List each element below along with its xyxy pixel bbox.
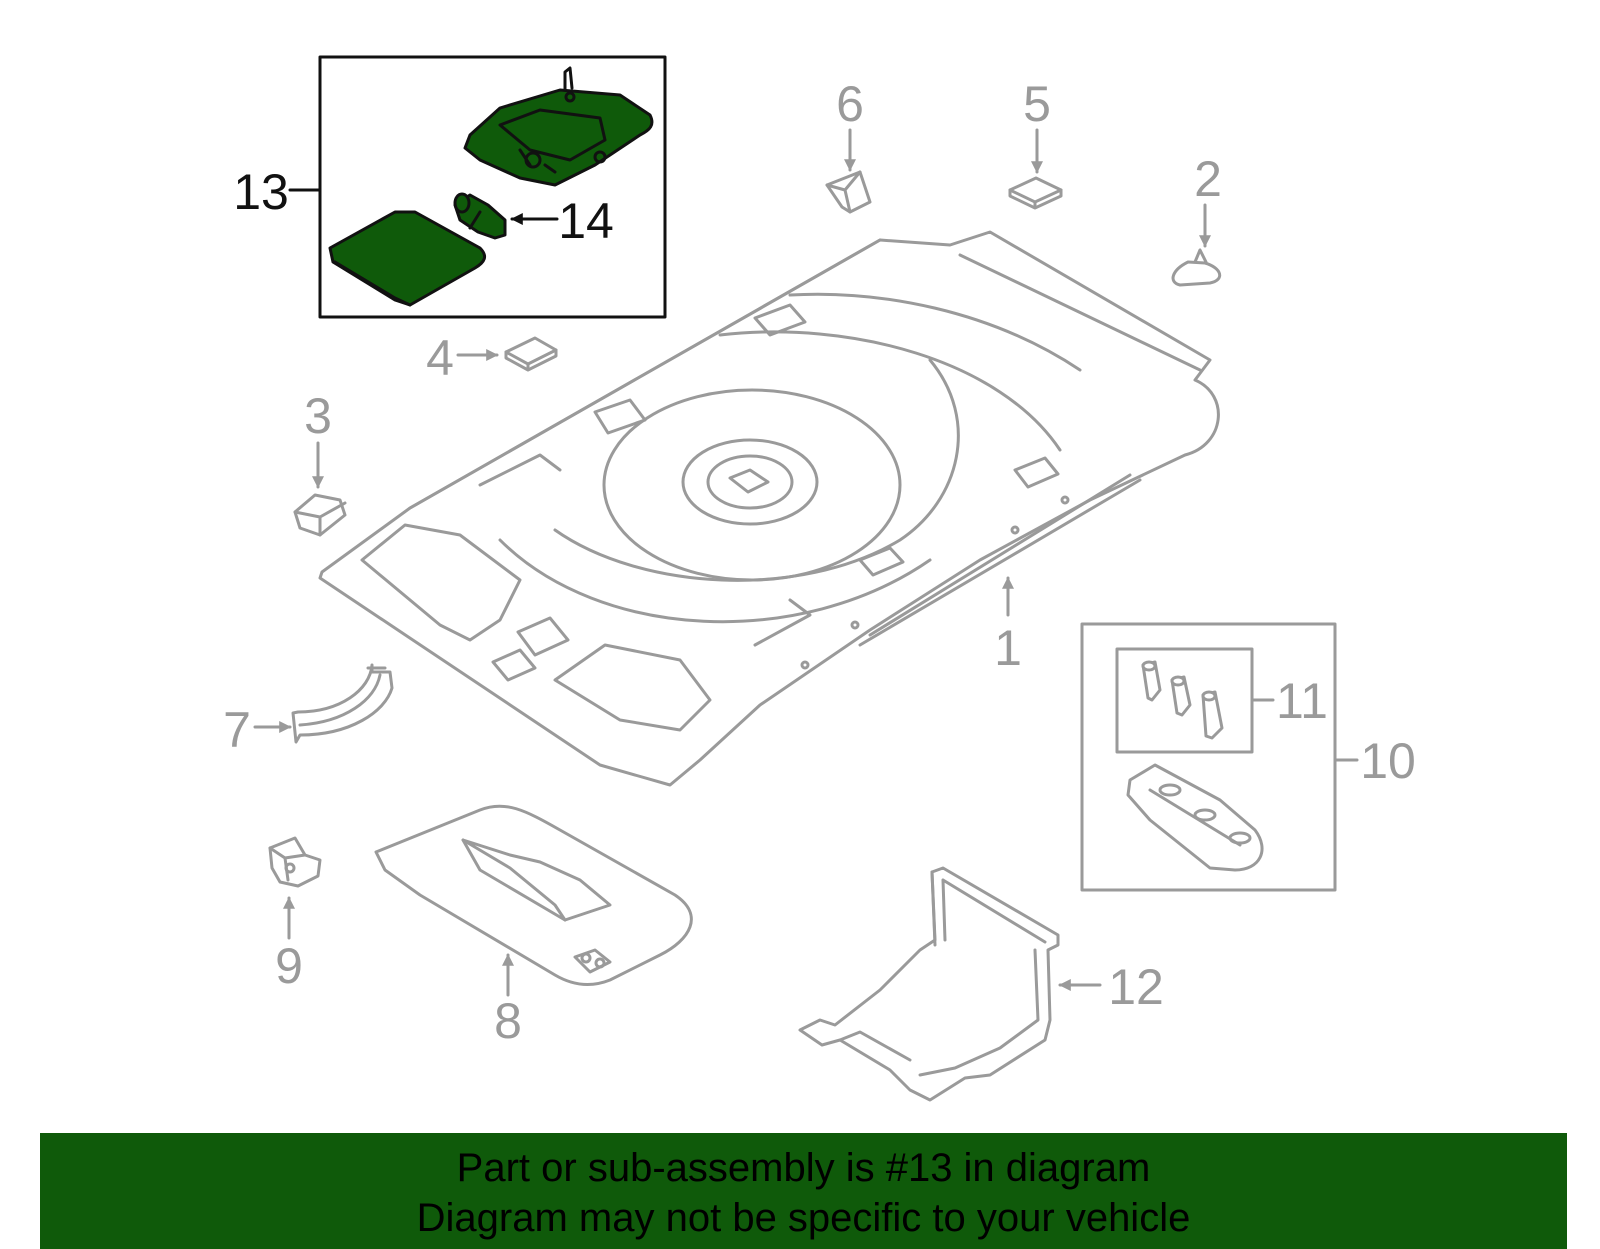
callout-8: 8 [494,993,522,1049]
trim-panel-part-12[interactable] [798,866,1060,1102]
clip-part-2[interactable] [1171,248,1221,287]
callout-1: 1 [994,620,1022,676]
callout-4: 4 [426,330,454,386]
bulb-part-14[interactable] [453,192,507,240]
retainer-part-9[interactable] [268,836,322,888]
banner-line-2: Diagram may not be specific to your vehi… [416,1196,1191,1240]
dome-lamp-lens-part-13[interactable] [328,210,487,307]
callout-13: 13 [233,164,289,220]
callout-6: 6 [836,76,864,132]
callout-14: 14 [558,193,614,249]
bulbs-part-11[interactable] [1141,660,1224,740]
callout-12: 12 [1108,959,1164,1015]
callout-10: 10 [1360,733,1416,789]
callout-7: 7 [223,702,251,758]
headliner-part-1[interactable] [318,230,1220,787]
banner-line-1: Part or sub-assembly is #13 in diagram [456,1146,1151,1190]
dome-lamp-box-13 [318,55,667,319]
grab-handle-part-7[interactable] [291,663,394,744]
dome-lamp-housing-part-13[interactable] [463,66,654,187]
info-banner: Part or sub-assembly is #13 in diagram D… [40,1133,1567,1249]
callout-2: 2 [1194,151,1222,207]
callouts: 1 2 3 4 5 6 7 8 9 10 11 12 13 14 [223,76,1416,1049]
leader-lines [253,128,1359,997]
pad-part-6[interactable] [825,170,872,214]
sun-visor-part-8[interactable] [374,804,693,987]
pad-part-3[interactable] [293,493,347,537]
callout-3: 3 [304,388,332,444]
pad-part-4[interactable] [504,336,558,372]
callout-9: 9 [275,938,303,994]
callout-11: 11 [1276,673,1328,729]
map-lamp-housing[interactable] [1126,763,1264,872]
pad-part-5[interactable] [1008,176,1063,210]
callout-5: 5 [1023,76,1051,132]
